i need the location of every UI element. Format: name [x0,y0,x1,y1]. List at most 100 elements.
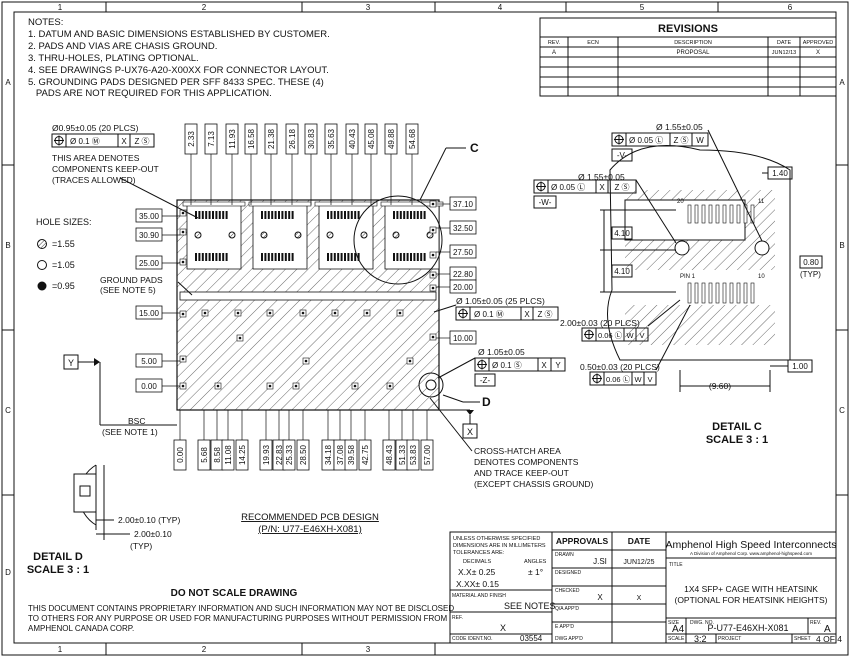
bottom-dim-label: 8.58 [213,447,222,463]
left-dim-box [135,305,163,320]
contact-pin [281,253,284,261]
keepout-note-2: COMPONENTS KEEP-OUT [52,164,159,174]
scale-label: SCALE [668,636,685,642]
detail-c-dim-100: 1.00 [792,362,808,371]
col-label-1-bottom: 1 [58,645,63,654]
contact-pin [218,253,221,261]
contact-pin [423,253,426,261]
contact-pin [261,253,263,261]
top-dim-label: 35.63 [327,128,336,149]
bottom-dim-label: 34.18 [324,444,333,465]
contact-pin [201,253,204,261]
via-hole [181,357,185,361]
note-4: 4. SEE DRAWINGS P-UX76-A20-X00XX FOR CON… [28,65,329,76]
contact-pin [212,211,214,219]
pin-1-label: PIN 1 [680,274,696,280]
contact-pin [350,253,353,261]
contact-pin [393,211,395,219]
detail-d-dim-b: 2.00±0.10 [134,529,172,539]
material-value: SEE NOTES [504,601,556,611]
right-dim-box [449,330,477,345]
detail-c-circle [353,195,443,285]
detail-c-pin [687,282,692,304]
contact-pin [420,211,423,219]
detail-c-dim-080: 0.80 [803,258,819,267]
notes-heading: NOTES: [28,17,63,28]
crosshatch-note-1: CROSS-HATCH AREA [474,446,561,456]
code-ident-label: CODE IDENT.NO. [452,636,493,642]
right-dim-label: 20.00 [453,283,474,292]
left-dim-label: 30.90 [139,231,160,240]
detail-d-dim-a: 2.00±0.10 (TYP) [118,515,180,525]
detail-c-dim-410-b: 4.10 [614,267,630,276]
detail-c-fcf-050-w: W [634,375,642,384]
detail-c-pin [722,282,727,304]
project-label: PROJECT [718,636,741,642]
contact-pin [354,211,357,219]
rev-header-approved: APPROVED [803,40,834,46]
contact-pin [222,253,225,261]
detail-c-pin [750,204,755,224]
tol-xx: X.X± 0.25 [458,567,496,577]
title-block: UNLESS OTHERWISE SPECIFIED DIMENSIONS AR… [449,531,842,644]
bsc-note: (SEE NOTE 1) [102,427,158,437]
fcf-z: Ø 0.1 Ⓢ X Y [474,357,566,372]
contact-pin [396,253,399,261]
rev-header-rev: REV. [548,40,561,46]
do-not-scale: DO NOT SCALE DRAWING [171,588,298,599]
detail-c-fcf-a-z: Z Ⓢ [673,136,688,145]
contact-pin [225,253,228,261]
approval-row-label: Q/A APP'D [555,606,579,612]
recommended-pcb-title: RECOMMENDED PCB DESIGN [241,512,379,523]
rev-value: A [824,624,831,635]
contact-pin [284,253,287,261]
contact-pin [333,253,336,261]
contact-pin [337,253,340,261]
fcf-105-z: Z Ⓢ [537,310,552,319]
fcf-top-tol: Ø 0.1 Ⓜ [70,137,100,146]
detail-c-pin [736,282,741,304]
contact-pin [406,253,409,261]
angles-label: ANGLES [524,559,547,565]
hole-z-spec: Ø 1.05±0.05 [478,347,525,357]
company-sub: A Division of Amphenol Corp. www.ampheno… [690,551,812,556]
detail-d-view: 2.00±0.10 (TYP) 2.00±0.10 (TYP) DETAIL D… [27,464,180,576]
detail-c-fcf-050-v: V [647,375,652,384]
col-label-2-bottom: 2 [202,645,207,654]
detail-c-pin [687,204,692,224]
datum-w-box [533,195,557,209]
detail-c-scale: SCALE 3 : 1 [706,434,768,446]
datum-z: -Z- [480,376,491,385]
alignment-hole [260,231,268,239]
approval-row-label: E APP'D [555,624,574,630]
detail-c-pin [701,282,706,304]
via-hole [268,384,272,388]
contact-pin [267,211,270,219]
note-5: 5. GROUNDING PADS DESIGNED PER SFF 8433 … [28,77,324,88]
contact-pin [198,211,201,219]
right-dim-label: 37.10 [453,200,474,209]
datum-v: -V- [617,151,628,160]
approval-row-label: CHECKED [555,588,580,594]
cage-flange [248,201,312,207]
contact-pin [403,253,406,261]
contact-pin [215,211,218,219]
rev-header-desc: DESCRIPTION [674,40,712,46]
approval-row-value: J.SI [593,557,607,566]
bottom-dim-label: 25.33 [285,444,294,465]
contact-pin [288,253,291,261]
contact-pin [406,211,409,219]
ref-label: REF. [452,615,463,621]
contact-pin [205,253,208,261]
tol-angles: ± 1° [528,567,543,577]
approval-row-label: DESIGNED [555,570,582,576]
hole-105-symbol [37,260,47,270]
contact-pin [264,211,267,219]
contact-pin [416,211,419,219]
contact-pin [357,211,360,219]
col-label-5: 5 [640,3,645,12]
